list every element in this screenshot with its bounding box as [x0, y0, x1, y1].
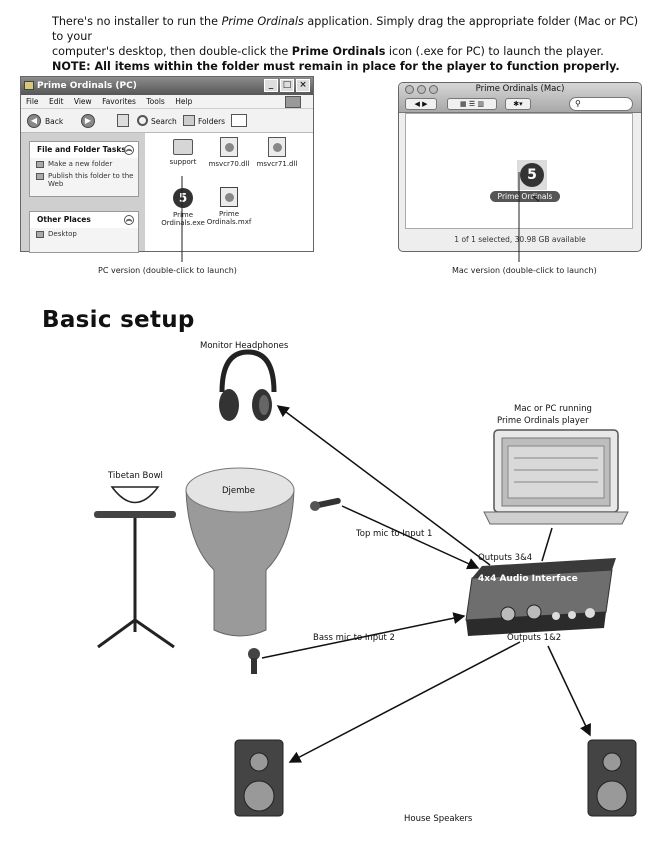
menu-favorites[interactable]: Favorites: [102, 97, 136, 106]
headphones-icon: [219, 349, 277, 421]
file-prime-ordinals-mxf[interactable]: Prime Ordinals.mxf: [201, 187, 257, 226]
document-file-icon: [220, 187, 238, 207]
intro-text: There's no installer to run the Prime Or…: [52, 14, 642, 74]
label-computer-line-1: Mac or PC running: [514, 404, 592, 414]
view-toggle-icon[interactable]: ▦ ☰ ▥: [447, 98, 497, 110]
menu-edit[interactable]: Edit: [48, 97, 64, 106]
collapse-chevron-icon[interactable]: ︽: [124, 215, 134, 225]
windows-logo-icon: [285, 96, 301, 108]
back-forward-button[interactable]: ◀ ▶: [405, 98, 437, 110]
other-places-panel: Other Places ︽ Desktop: [29, 211, 139, 253]
laptop-icon: [483, 429, 629, 525]
mac-status-bar: 1 of 1 selected, 30.98 GB available: [454, 235, 586, 244]
search-icon: ⚲: [575, 99, 581, 108]
dll-file-icon: [268, 137, 286, 157]
pc-explorer-window: Prime Ordinals (PC) _ □ × File Edit View…: [20, 76, 314, 253]
views-icon[interactable]: [231, 114, 247, 127]
tibetan-bowl-stand-icon: [94, 486, 176, 649]
label-house-speakers: House Speakers: [404, 814, 473, 824]
gear-icon[interactable]: ✱▾: [505, 98, 531, 110]
minimize-button[interactable]: [417, 85, 426, 94]
back-arrow-icon[interactable]: ◀: [27, 114, 41, 128]
label-outputs-12: Outputs 1&2: [507, 633, 562, 643]
pc-file-area: support msvcr70.dll msvcr71.dll 5 Prime …: [145, 133, 313, 251]
bass-mic-arrow: [261, 612, 466, 659]
folder-icon: [24, 81, 34, 90]
laptop-connection-line: [541, 527, 553, 562]
headphones-arrow: [276, 405, 491, 566]
menu-tools[interactable]: Tools: [146, 97, 165, 106]
other-places-title: Other Places: [37, 215, 91, 224]
up-folder-icon[interactable]: [117, 114, 129, 127]
cursor-icon: ↖: [532, 194, 541, 205]
prime-ordinals-app-icon: 5: [173, 188, 193, 208]
menu-file[interactable]: File: [26, 97, 39, 106]
djembe-icon: [185, 467, 295, 637]
new-folder-icon: [36, 161, 44, 168]
search-button[interactable]: Search: [151, 117, 177, 126]
pc-menu-bar: File Edit View Favorites Tools Help: [21, 95, 313, 109]
label-audio-interface: 4x4 Audio Interface: [478, 574, 578, 584]
intro-line-2: computer's desktop, then double-click th…: [52, 45, 604, 58]
dll-file-icon: [220, 137, 238, 157]
mac-caption: Mac version (double-click to launch): [452, 266, 597, 275]
task-publish-web[interactable]: Publish this folder to the Web: [30, 170, 138, 190]
intro-line-1: There's no installer to run the Prime Or…: [52, 15, 639, 43]
left-speaker-icon: [234, 739, 284, 817]
pc-window-title: Prime Ordinals (PC): [37, 81, 137, 91]
audio-interface-icon: [465, 558, 616, 636]
bass-mic-icon: [248, 648, 260, 674]
place-desktop[interactable]: Desktop: [30, 228, 138, 240]
task-make-folder[interactable]: Make a new folder: [30, 158, 138, 170]
file-folder-tasks-panel: File and Folder Tasks ︽ Make a new folde…: [29, 141, 139, 197]
label-tibetan-bowl: Tibetan Bowl: [108, 471, 163, 481]
mac-prime-ordinals-icon[interactable]: 5: [517, 160, 547, 190]
top-mic-icon: [310, 497, 341, 511]
zoom-button[interactable]: [429, 85, 438, 94]
folders-button[interactable]: Folders: [198, 117, 226, 126]
label-bass-mic: Bass mic to Input 2: [313, 633, 395, 643]
close-button[interactable]: [405, 85, 414, 94]
globe-icon: [36, 173, 44, 180]
file-prime-ordinals-exe[interactable]: 5 Prime Ordinals.exe: [155, 188, 211, 227]
label-outputs-34: Outputs 3&4: [478, 553, 533, 563]
menu-view[interactable]: View: [73, 97, 92, 106]
top-mic-arrow: [341, 505, 480, 570]
pc-window-titlebar: Prime Ordinals (PC) _ □ ×: [21, 77, 313, 95]
search-icon: [137, 115, 148, 126]
back-button[interactable]: Back: [45, 117, 64, 126]
basic-setup-heading: Basic setup: [42, 307, 195, 333]
forward-arrow-icon[interactable]: ▶: [81, 114, 95, 128]
file-msvcr71[interactable]: msvcr71.dll: [249, 137, 305, 168]
right-speaker-icon: [587, 739, 637, 817]
file-msvcr70[interactable]: msvcr70.dll: [201, 137, 257, 168]
mac-icon-label: Prime Ordinals: [490, 191, 560, 202]
collapse-chevron-icon[interactable]: ︽: [124, 145, 134, 155]
pc-toolbar: ◀ Back ▶ Search Folders: [21, 109, 313, 133]
file-support[interactable]: support: [155, 139, 211, 166]
file-folder-tasks-title: File and Folder Tasks: [37, 145, 126, 154]
menu-help[interactable]: Help: [175, 97, 193, 106]
label-computer-line-2: Prime Ordinals player: [497, 416, 589, 426]
label-top-mic: Top mic to Input 1: [356, 529, 433, 539]
close-button[interactable]: ×: [296, 79, 310, 92]
right-speaker-arrow: [547, 645, 591, 737]
minimize-button[interactable]: _: [264, 79, 278, 92]
search-input[interactable]: ⚲: [569, 97, 633, 111]
prime-ordinals-app-icon: 5: [520, 163, 544, 187]
label-djembe: Djembe: [222, 486, 256, 496]
folder-icon: [173, 139, 193, 155]
mac-window-title: Prime Ordinals (Mac): [475, 84, 565, 94]
intro-note: NOTE: All items within the folder must r…: [52, 60, 620, 73]
mac-toolbar: Prime Ordinals (Mac) ◀ ▶ ▦ ☰ ▥ ✱▾ ⚲: [399, 83, 641, 113]
folders-icon: [183, 115, 195, 126]
maximize-button[interactable]: □: [280, 79, 294, 92]
desktop-icon: [36, 231, 44, 238]
pc-task-pane: File and Folder Tasks ︽ Make a new folde…: [21, 133, 145, 253]
left-speaker-arrow: [288, 641, 521, 763]
pc-caption: PC version (double-click to launch): [98, 266, 237, 275]
label-headphones: Monitor Headphones: [200, 341, 289, 351]
